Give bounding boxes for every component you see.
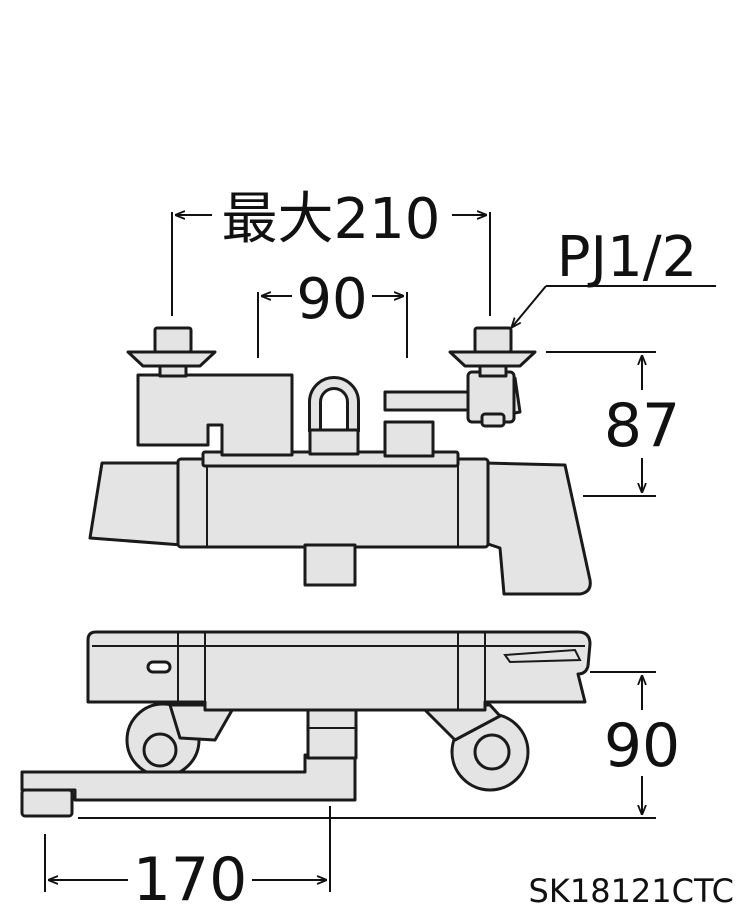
center-ring [308,376,360,456]
right-spout-top [483,461,592,596]
spout-length-label: 170 [133,845,248,915]
thread-size-label: PJ1/2 [557,225,697,290]
main-body-front [86,630,592,712]
left-nut [126,326,217,378]
left-knob [125,702,237,778]
max-width-label: 最大210 [222,187,441,252]
height-bottom-label: 90 [604,711,680,781]
top-view [88,326,592,596]
front-view [20,630,592,818]
supply-pipe [303,543,357,587]
center-spacing-label: 90 [296,267,367,332]
model-number: SK18121CTC [529,872,734,910]
right-knob [418,703,530,792]
right-fitting [383,370,522,458]
left-fitting-box [136,373,294,457]
height-top-label: 87 [604,391,680,461]
main-body-top [176,457,490,549]
dimension-lines [44,212,716,892]
right-nut [448,326,537,378]
left-handle-top [88,461,184,547]
